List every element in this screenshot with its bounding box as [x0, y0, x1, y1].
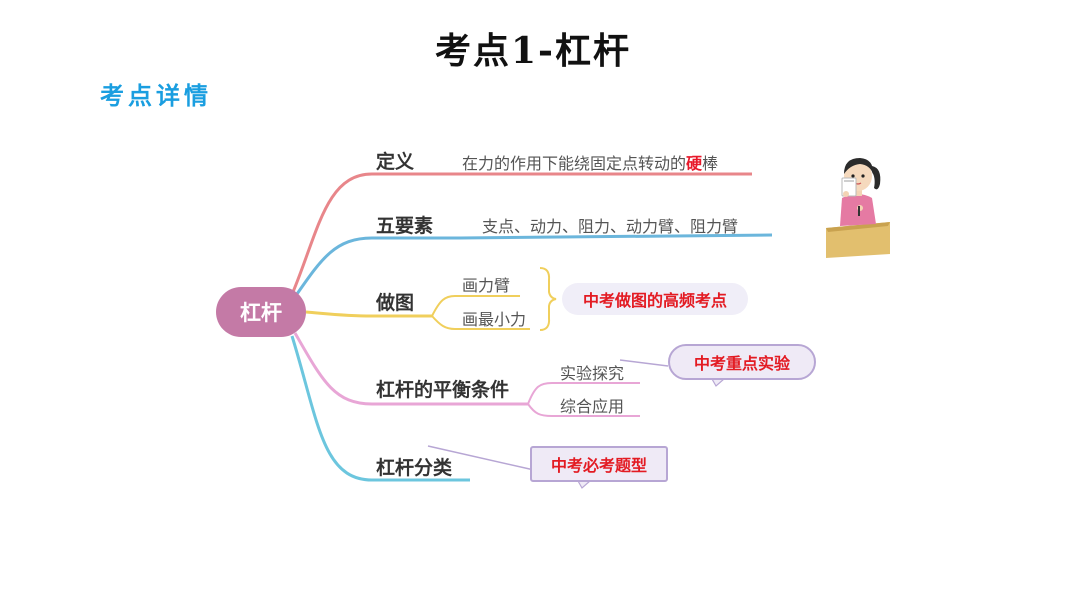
connector-draw-sub1 [431, 295, 520, 317]
connector-draw-sub2 [431, 315, 530, 330]
callout-must-test: 中考必考题型 [530, 446, 668, 482]
connector-balance-sub1 [527, 382, 640, 405]
leaf-five-elements: 支点、动力、阻力、动力臂、阻力臂 [482, 217, 739, 236]
connector-balance [293, 332, 528, 406]
root-node: 杠杆 [216, 287, 306, 337]
callout-pointer-classify [427, 445, 535, 471]
branch-classification: 杠杆分类 [376, 457, 453, 479]
branch-define: 定义 [376, 151, 415, 173]
branch-drawing: 做图 [376, 292, 415, 314]
connector-define [291, 172, 752, 293]
connector-draw [305, 310, 432, 318]
leaf-application: 综合应用 [560, 397, 625, 416]
callout-drawing-hot: 中考做图的高频考点 [562, 283, 748, 315]
connector-five [295, 233, 773, 295]
callout-tail-classify [576, 480, 592, 489]
leaf-draw-arm: 画力臂 [462, 276, 511, 295]
connector-classify [290, 335, 470, 482]
connector-balance-sub2 [527, 403, 640, 417]
highlight-hard: 硬 [686, 154, 703, 173]
leaf-define-text: 在力的作用下能绕固定点转动的硬棒 [462, 154, 719, 173]
branch-five-elements: 五要素 [376, 215, 434, 237]
callout-pointer-balance [619, 359, 669, 367]
section-label: 考点详情 [100, 81, 212, 110]
page-title: 考点1-杠杆 [435, 30, 631, 72]
leaf-experiment: 实验探究 [560, 364, 625, 383]
bracket-draw [539, 267, 557, 331]
callout-tail-balance [710, 378, 726, 387]
girl-reading-icon [826, 158, 890, 258]
leaf-draw-min-force: 画最小力 [462, 310, 527, 329]
callout-key-experiment: 中考重点实验 [668, 344, 816, 380]
branch-balance-condition: 杠杆的平衡条件 [376, 379, 510, 401]
